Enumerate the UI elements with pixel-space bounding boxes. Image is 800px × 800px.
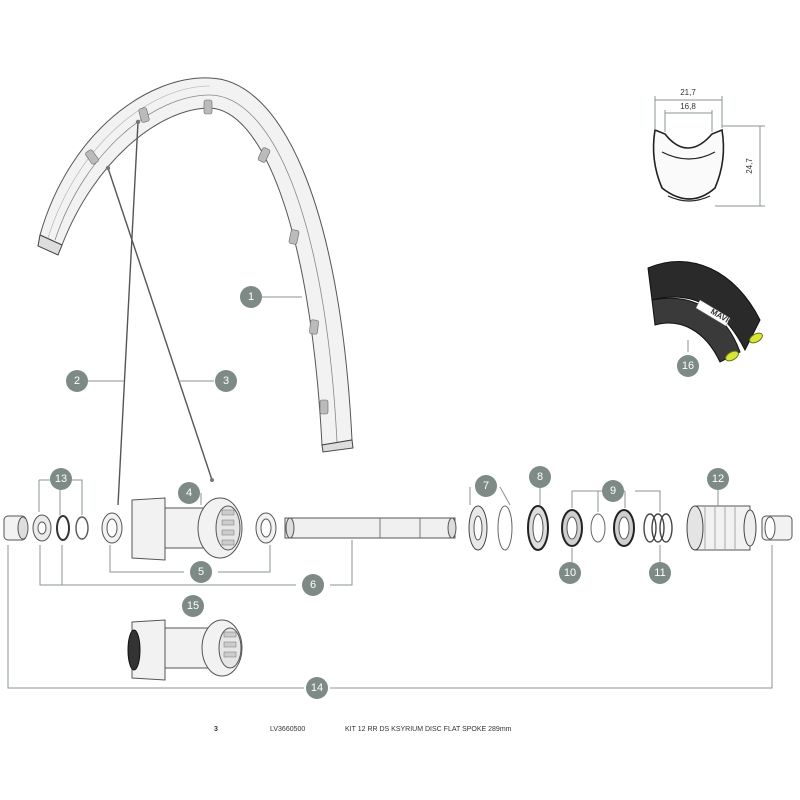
rim	[37, 77, 354, 453]
svg-text:10: 10	[564, 567, 576, 579]
svg-text:6: 6	[310, 579, 316, 591]
svg-text:3: 3	[223, 375, 229, 387]
hub-exploded-row	[3, 497, 793, 561]
callout-9: 9	[602, 480, 624, 502]
rim-height: 24,7	[745, 158, 754, 174]
callout-10: 10	[559, 562, 581, 584]
svg-text:1: 1	[248, 291, 254, 303]
rim-inner-width: 16,8	[680, 102, 696, 111]
callout-8: 8	[529, 466, 551, 488]
callout-7: 7	[475, 475, 497, 497]
svg-text:12: 12	[712, 473, 724, 485]
spoke-angled	[107, 167, 213, 481]
spokes	[105, 119, 214, 506]
tire-drawing: MAVIC	[647, 261, 763, 363]
footer-description: KIT 12 RR DS KSYRIUM DISC FLAT SPOKE 289…	[345, 726, 512, 733]
svg-text:4: 4	[186, 487, 192, 499]
callout-3: 3	[215, 370, 237, 392]
svg-text:7: 7	[483, 480, 489, 492]
rim-outer-width: 21,7	[680, 88, 696, 97]
spoke-straight	[117, 121, 139, 506]
rim-profile-drawing: 21,7 16,8 24,7	[652, 88, 765, 207]
parts-footer: 3 LV3660500 KIT 12 RR DS KSYRIUM DISC FL…	[214, 726, 512, 733]
callout-13: 13	[50, 468, 72, 490]
callout-1: 1	[240, 286, 262, 308]
svg-text:13: 13	[55, 473, 67, 485]
callout-4: 4	[178, 482, 200, 504]
callout-12: 12	[707, 468, 729, 490]
svg-text:9: 9	[610, 485, 616, 497]
callout-11: 11	[649, 562, 671, 584]
callout-15: 15	[182, 595, 204, 617]
leader-lines	[7, 296, 773, 689]
footer-reference: LV3660500	[270, 726, 305, 733]
callout-2: 2	[66, 370, 88, 392]
svg-text:15: 15	[187, 600, 199, 612]
callout-6: 6	[302, 574, 324, 596]
svg-text:16: 16	[682, 360, 694, 372]
callout-14: 14	[306, 677, 328, 699]
hub-alternate	[127, 619, 243, 681]
callout-16: 16	[677, 355, 699, 377]
svg-text:5: 5	[198, 566, 204, 578]
callout-5: 5	[190, 561, 212, 583]
svg-text:14: 14	[311, 682, 323, 694]
footer-page-number: 3	[214, 726, 218, 733]
svg-text:8: 8	[537, 471, 543, 483]
svg-text:11: 11	[654, 567, 665, 579]
svg-text:2: 2	[74, 375, 80, 387]
